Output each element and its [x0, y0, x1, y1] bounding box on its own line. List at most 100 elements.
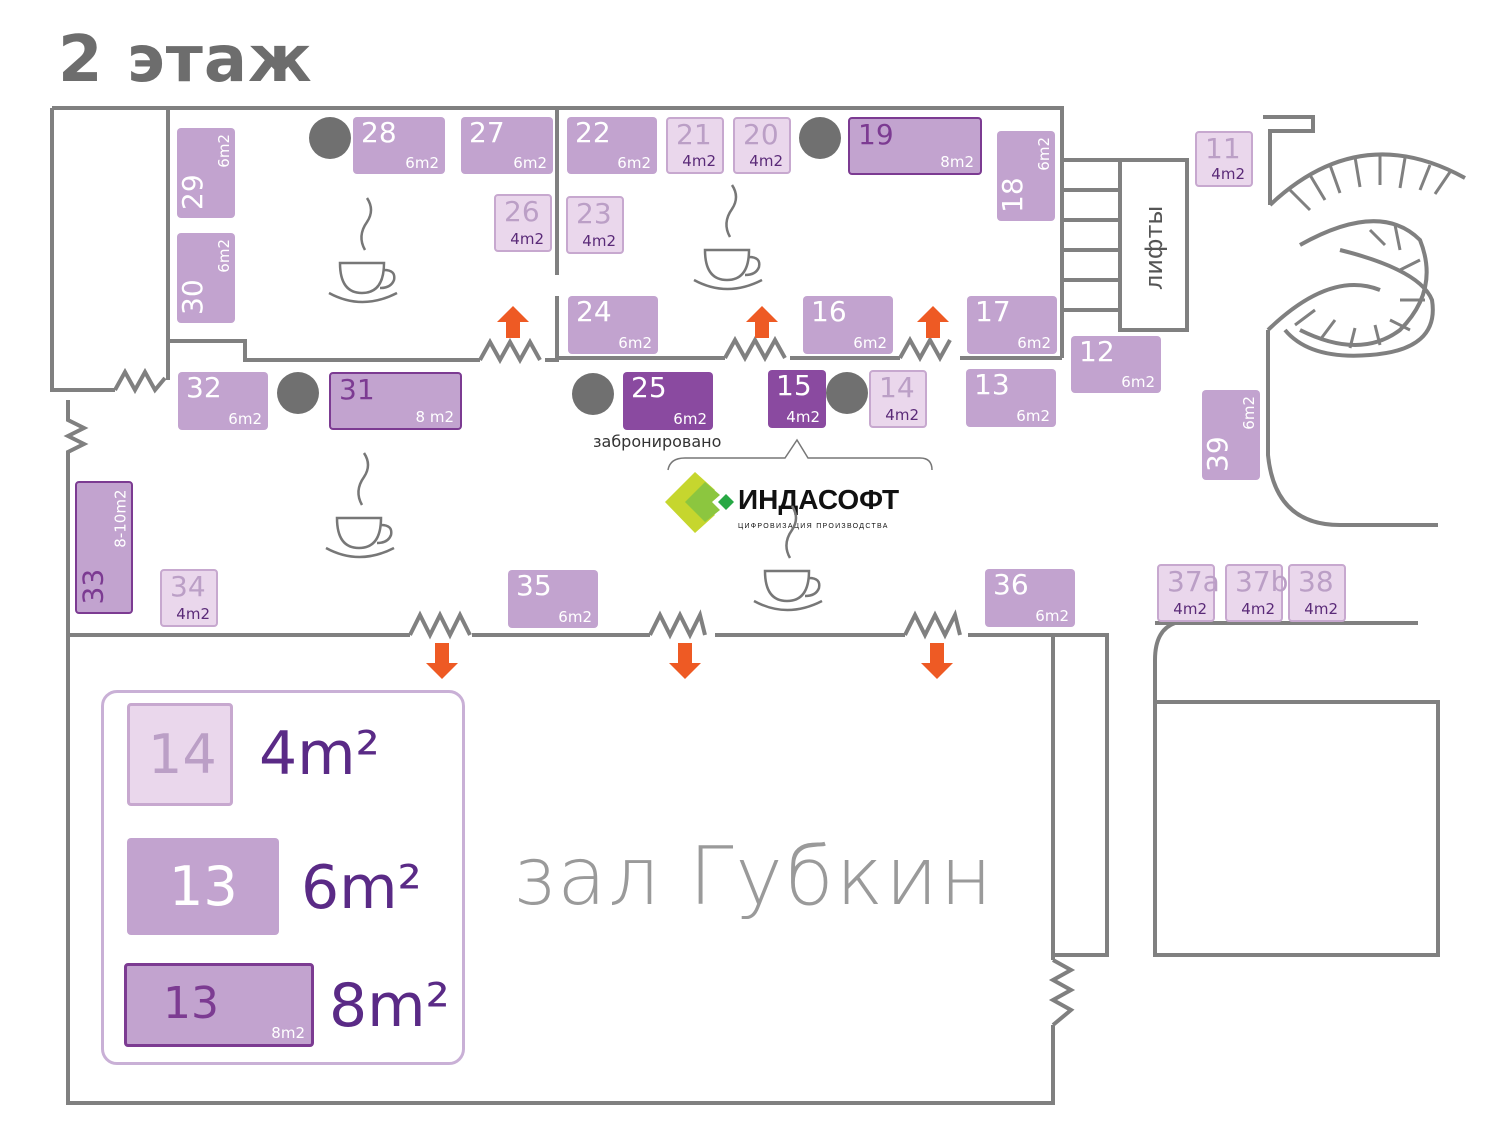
booth-number: 19 — [858, 118, 894, 151]
booth-number: 12 — [1079, 335, 1115, 368]
floor-title: 2 этаж — [58, 23, 313, 97]
booth-number: 17 — [975, 295, 1011, 328]
booth-area: 6m2 — [618, 334, 652, 352]
booth-content: 27 6m2 — [461, 117, 553, 174]
booth-number: 27 — [469, 116, 505, 149]
booth-number: 20 — [743, 118, 779, 151]
booth-number: 37b — [1235, 565, 1289, 598]
booth-number: 24 — [576, 295, 612, 328]
booth-area: 8m2 — [940, 153, 974, 171]
booth-area: 6m2 — [558, 608, 592, 626]
legend-booth-8m2: 13 8m2 — [124, 963, 314, 1047]
booth-area: 4m2 — [582, 232, 616, 250]
exit-arrows — [426, 306, 953, 679]
booth-area: 8 m2 — [415, 408, 454, 426]
booth-number: 13 — [974, 368, 1010, 401]
booth-area: 4m2 — [1173, 600, 1207, 618]
sponsor-tagline: ЦИФРОВИЗАЦИЯ ПРОИЗВОДСТВА — [738, 523, 889, 530]
legend-sub-area: 8m2 — [271, 1024, 305, 1042]
booth-area: 4m2 — [885, 406, 919, 424]
booth-area: 4m2 — [682, 152, 716, 170]
arrow-up-icon — [497, 306, 529, 338]
legend: 14 4m² 13 6m² 13 8m2 8m² — [101, 690, 465, 1065]
coffee-cup-icon — [325, 452, 395, 559]
booth-24[interactable]: 24 6m2 — [568, 296, 658, 354]
booth-number: 37a — [1167, 565, 1220, 598]
booth-12[interactable]: 12 6m2 — [1071, 336, 1161, 393]
booth-number: 32 — [186, 371, 222, 404]
arrow-down-icon — [669, 643, 701, 679]
booth-19[interactable]: 19 8m2 — [848, 117, 982, 175]
booth-content: 24 6m2 — [568, 296, 658, 354]
sponsor-name: ИНДАСОФТ — [738, 484, 899, 515]
arrow-down-icon — [921, 643, 953, 679]
booth-area: 4m2 — [510, 230, 544, 248]
booth-13[interactable]: 13 6m2 — [966, 369, 1056, 427]
legend-area-6m2: 6m² — [301, 853, 422, 923]
booth-27[interactable]: 27 6m2 — [461, 117, 553, 174]
booth-area: 6m2 — [1121, 373, 1155, 391]
booth-area: 4m2 — [1241, 600, 1275, 618]
legend-number: 13 — [169, 855, 238, 918]
column — [572, 373, 614, 415]
booth-area: 4m2 — [749, 152, 783, 170]
coffee-cup-icon — [693, 184, 763, 291]
hall-name: зал Губкин — [512, 830, 995, 923]
booth-area: 6m2 — [1016, 407, 1050, 425]
booth-number: 15 — [776, 369, 812, 402]
coffee-cups — [325, 184, 823, 612]
legend-number: 14 — [148, 723, 217, 786]
column — [826, 372, 868, 414]
booth-number: 23 — [576, 197, 612, 230]
booth-area: 6m2 — [513, 154, 547, 172]
booth-area: 6m2 — [617, 154, 651, 172]
booth-content: 13 6m2 — [966, 369, 1056, 427]
booth-number: 25 — [631, 371, 667, 404]
